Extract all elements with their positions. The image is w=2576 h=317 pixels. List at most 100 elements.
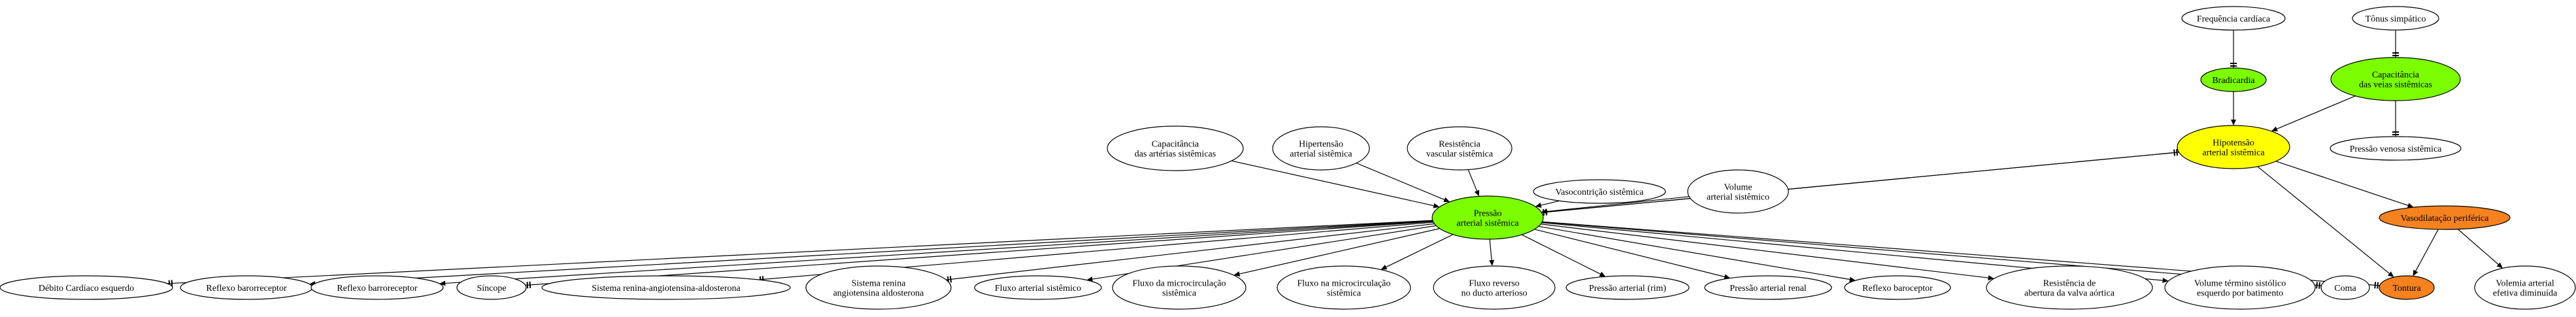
node-label: Fluxo arterial sistêmico: [995, 284, 1081, 293]
edge-line: [1231, 160, 1434, 207]
edge-line: [1467, 169, 1477, 192]
node-vasoc[interactable]: Vasocontrição sistêmica: [1533, 179, 1666, 204]
node-label: Reflexo barorreceptor: [206, 284, 287, 293]
arrowhead: [2413, 269, 2418, 276]
node-label: Sistema renina: [852, 279, 907, 289]
node-ellipse: [1687, 169, 1789, 214]
node-vasod[interactable]: Vasodilatação periférica: [2379, 205, 2511, 230]
node-freq[interactable]: Frequência cardíaca: [2181, 6, 2286, 31]
edge-caparterias-to-pressao: [1231, 160, 1440, 209]
node-ellipse: [1565, 275, 1690, 300]
edge-vasod-to-tontura: [2413, 229, 2439, 276]
node-ellipse: [2330, 136, 2462, 161]
edge-capveias-to-pvenosa: [2392, 101, 2399, 137]
node-label: Débito Cardíaco esquerdo: [39, 284, 134, 293]
arrowhead: [2387, 271, 2394, 278]
node-label: arterial sistêmica: [1456, 219, 1519, 229]
node-label: arterial sistêmico: [1707, 193, 1769, 203]
node-tonus[interactable]: Tônus simpático: [2352, 6, 2439, 31]
node-ellipse: [1433, 265, 1556, 310]
node-ellipse: [2200, 67, 2267, 92]
arrowhead: [2162, 278, 2169, 283]
node-label: Reflexo barroreceptor: [337, 284, 418, 293]
node-ellipse: [1986, 265, 2153, 310]
edge-bradi-to-hipot: [2231, 92, 2236, 125]
arrowhead: [1988, 275, 1994, 281]
node-ellipse: [2320, 275, 2370, 300]
node-label: Síncope: [477, 284, 506, 293]
edge-freq-to-bradi: [2230, 30, 2237, 68]
node-bradi[interactable]: Bradicardia: [2200, 67, 2267, 92]
edge-vasod-to-volemia: [2457, 229, 2503, 269]
edge-resist-to-pressao: [1467, 169, 1480, 197]
edge-line: [1239, 228, 1440, 275]
node-label: Vasocontrição sistêmica: [1556, 188, 1645, 197]
node-label: no ducto arterioso: [1461, 289, 1527, 299]
node-label: Bradicardia: [2212, 76, 2255, 86]
node-label: Fluxo na microcirculação: [1297, 279, 1390, 289]
edge-pressao-to-sincope: [525, 221, 1433, 289]
edge-line: [1547, 196, 1690, 212]
node-debito[interactable]: Débito Cardíaco esquerdo: [0, 275, 173, 300]
node-reflexo2[interactable]: Reflexo barroreceptor: [310, 275, 444, 300]
nodes-layer: Frequência cardíaca Tônus simpáticoBradic…: [0, 6, 2576, 310]
node-pvenosa[interactable]: Pressão venosa sistêmica: [2330, 136, 2462, 161]
node-label: Hipertensão: [1299, 140, 1343, 150]
node-ellipse: [310, 275, 444, 300]
arrowhead: [2231, 120, 2236, 125]
tee-head: [2318, 282, 2320, 289]
node-label: vascular sistêmica: [1426, 150, 1494, 159]
arrowhead: [1433, 203, 1440, 209]
edge-line: [2275, 161, 2409, 206]
node-ellipse: [2164, 265, 2316, 310]
node-coma[interactable]: Coma: [2320, 275, 2370, 300]
node-prenal[interactable]: Pressão arterial renal: [1704, 275, 1832, 300]
arrowhead: [1535, 203, 1542, 208]
edge-line: [2457, 229, 2499, 265]
edge-line: [2277, 95, 2356, 129]
edge-pressao-to-hipot: [1541, 149, 2179, 213]
node-reflexo1[interactable]: Reflexo barorreceptor: [180, 275, 313, 300]
node-reflexo3[interactable]: Reflexo baroceptor: [1844, 275, 1951, 300]
node-label: Tontura: [2392, 284, 2421, 293]
node-label: Hipotensão: [2213, 139, 2254, 148]
node-sraa1[interactable]: Sistema renina-angiotensina-aldosterona: [541, 275, 791, 300]
node-label: Resistência de: [2043, 279, 2096, 289]
edge-hipot-to-tontura: [2257, 166, 2394, 278]
edges-layer: [167, 30, 2503, 289]
node-label: esquerdo por batimento: [2197, 289, 2283, 299]
node-label: abertura da valva aórtica: [2024, 289, 2115, 299]
node-fluxo[interactable]: Fluxo arterial sistêmico: [974, 275, 1102, 300]
node-ellipse: [0, 275, 173, 300]
node-label: Reflexo baroceptor: [1862, 284, 1933, 293]
node-label: das artérias sistêmicas: [1135, 150, 1216, 159]
node-ellipse: [1431, 195, 1544, 240]
node-sincope[interactable]: Síncope: [456, 275, 527, 300]
edge-line: [1489, 239, 1492, 261]
node-label: Capacitância: [2372, 71, 2420, 80]
arrowhead: [2271, 126, 2278, 131]
node-tontura[interactable]: Tontura: [2379, 275, 2435, 300]
arrowhead: [1380, 264, 1388, 270]
node-prim[interactable]: Pressão arterial (rim): [1565, 275, 1690, 300]
node-label: Pressão venosa sistêmica: [2350, 144, 2443, 154]
node-ellipse: [1533, 179, 1666, 204]
edge-capveias-to-hipot: [2271, 95, 2356, 131]
node-label: Pressão arterial renal: [1730, 284, 1806, 293]
edge-line: [1541, 200, 1560, 206]
